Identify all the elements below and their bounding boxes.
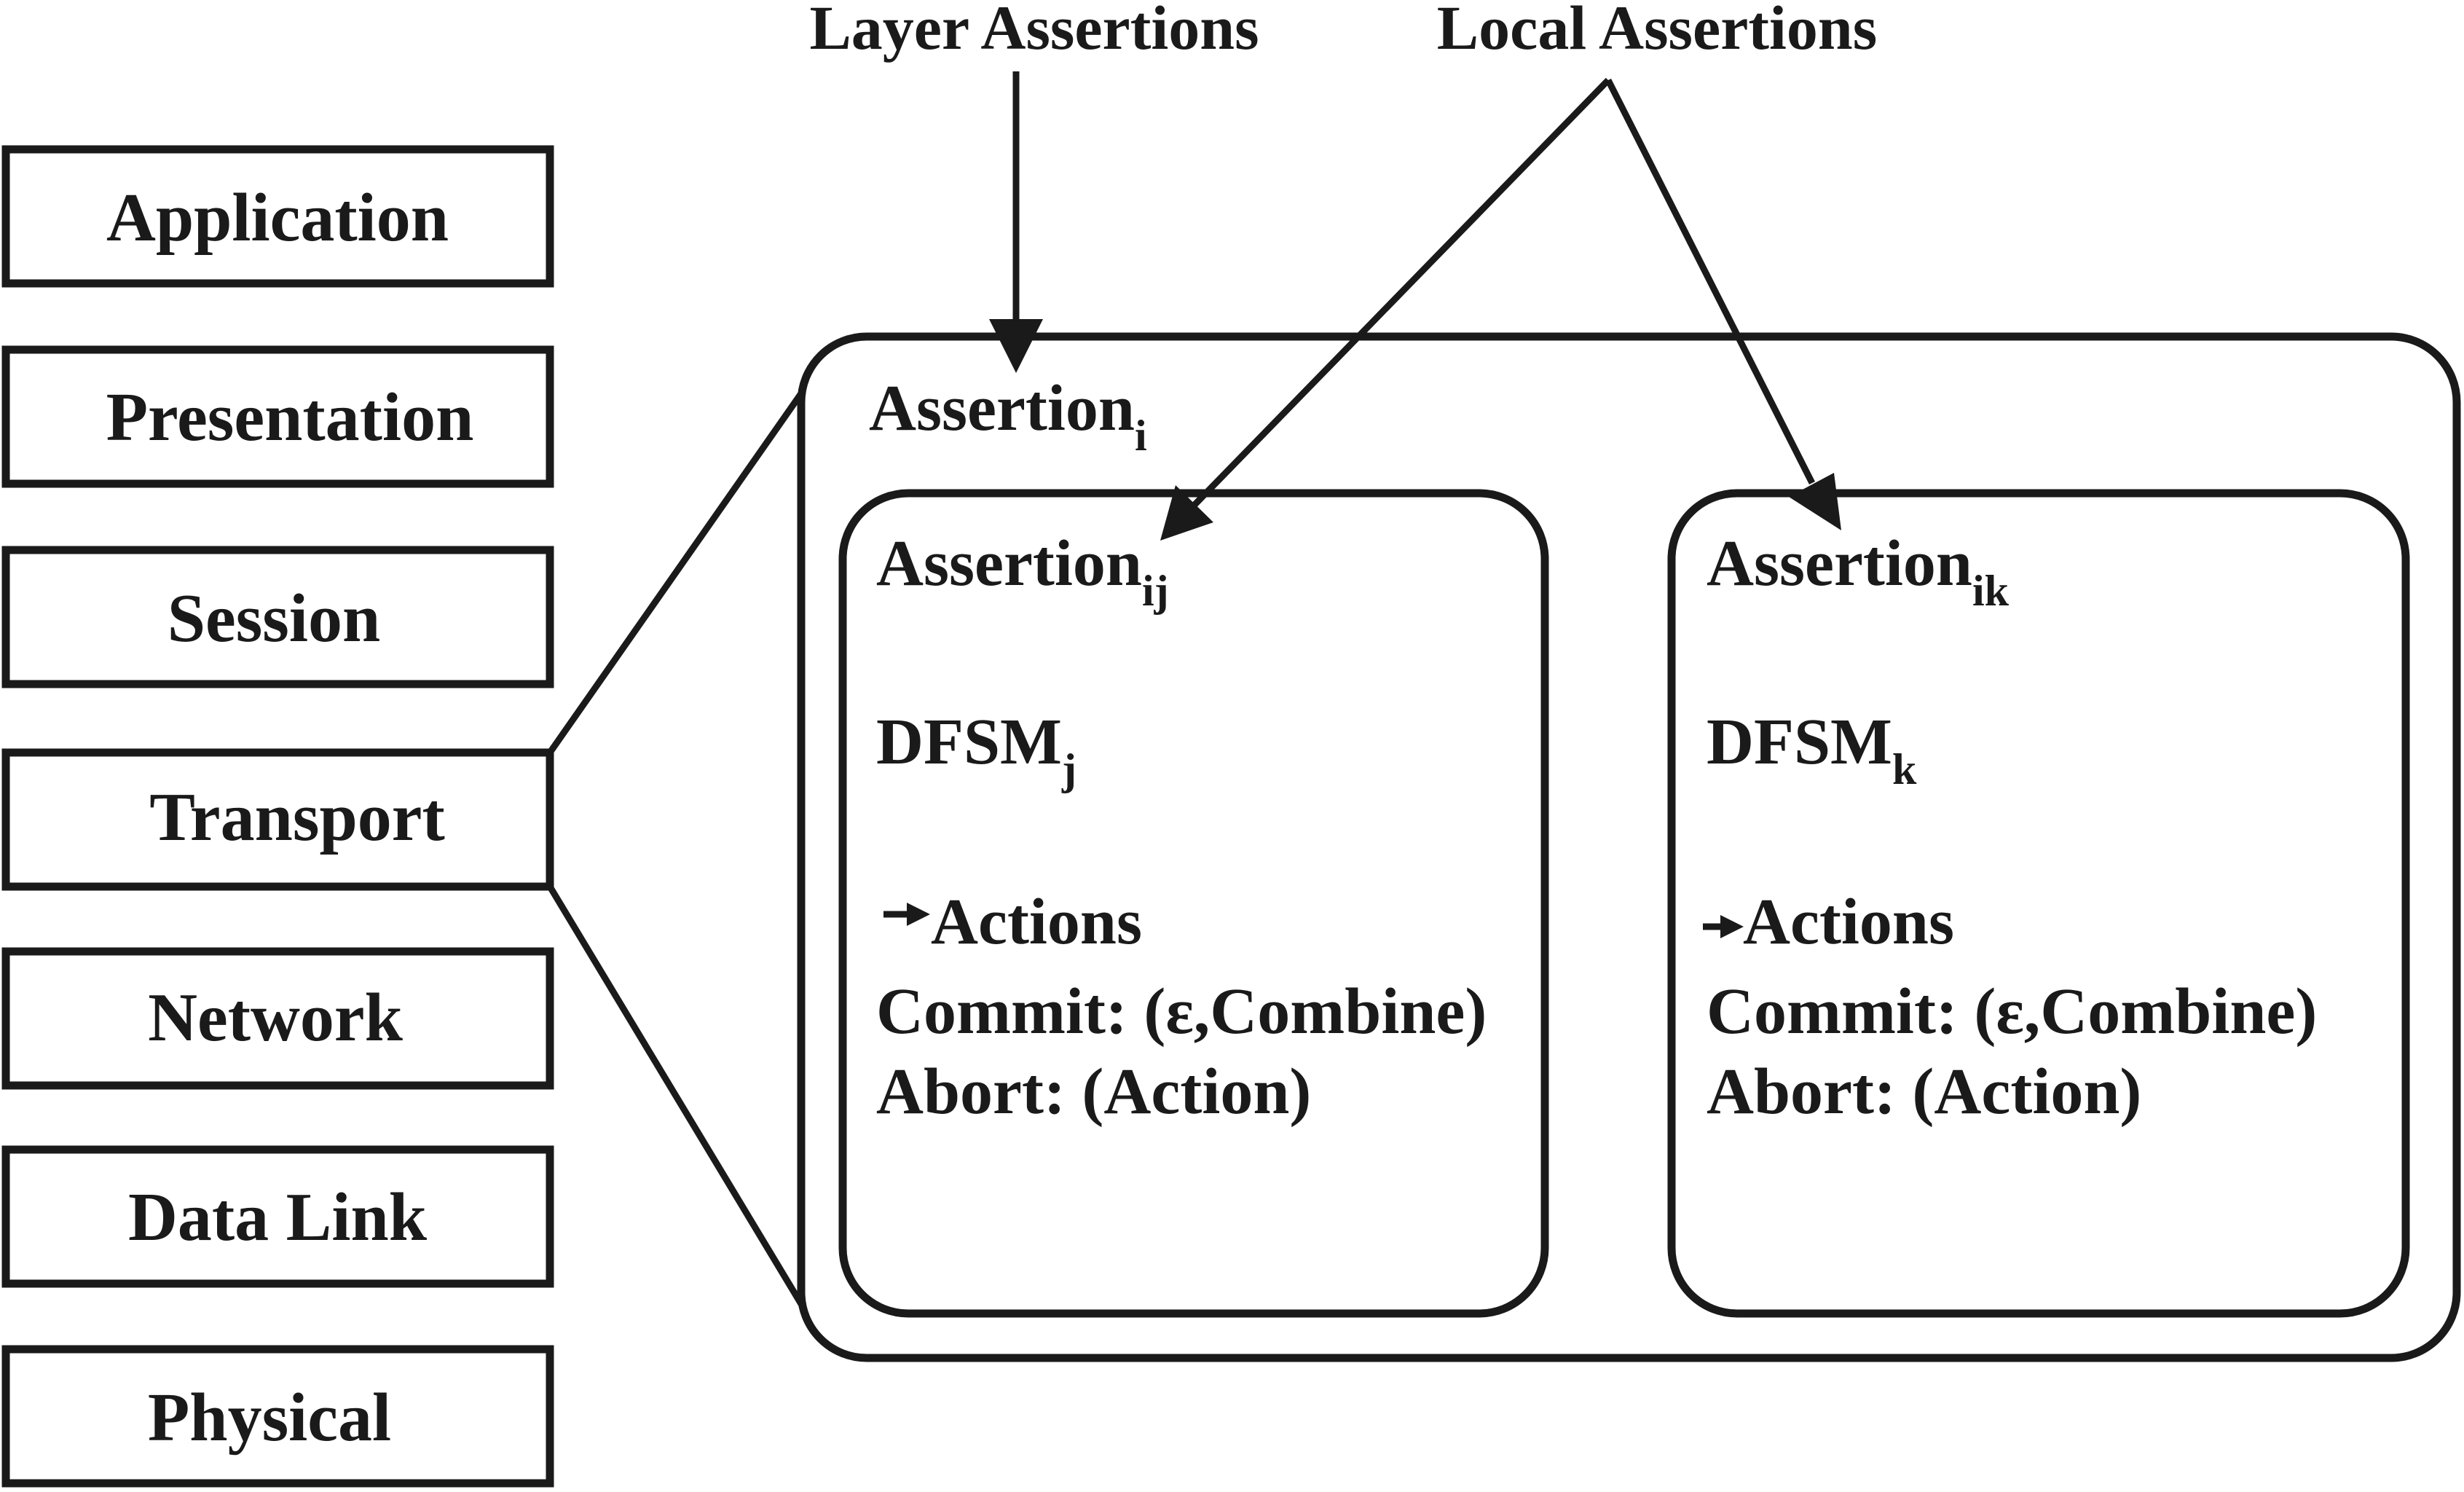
layer-assertion-arrow [989,71,1043,373]
layer-session: Session [1,546,554,688]
layer-box-physical [1,1345,554,1488]
local-assertion-arrow-k [1605,78,1841,530]
layer-label-physical: Physical [148,1380,391,1456]
layer-network: Network [1,947,554,1090]
layer-label-data-link: Data Link [128,1179,428,1255]
arrow-right-icon [1703,915,1744,938]
inner-box-k-actions: Actions [1743,886,1954,958]
layer-transport: Transport [1,748,554,891]
inner-box-k-frame [1667,489,2410,1318]
inner-box-k-commit: Commit: (ε,Combine) [1707,975,2317,1048]
inner-box-j-commit: Commit: (ε,Combine) [876,975,1487,1048]
layer-label-transport: Transport [149,780,445,855]
layer-application: Application [1,145,554,288]
layer-assertions-label: Layer Assertions [809,0,1259,63]
inner-box-k-abort: Abort: (Action) [1707,1056,2141,1128]
layer-label-application: Application [106,180,449,256]
layer-physical: Physical [1,1345,554,1488]
layer-box-network [1,947,554,1090]
layer-presentation: Presentation [1,345,554,488]
layer-label-session: Session [168,581,381,656]
inner-box-j-actions: Actions [931,886,1142,958]
inner-box-j-frame [838,489,1549,1318]
layer-label-presentation: Presentation [106,380,474,455]
local-assertions-label: Local Assertions [1437,0,1877,63]
layer-box-data-link [1,1145,554,1288]
inner-box-k: Assertionik DFSMk Actions Commit: (ε,Com… [1667,489,2410,1318]
layer-box-session [1,546,554,688]
outer-assertion-title: Assertioni [869,372,1147,460]
inner-box-k-assertion: Assertionik [1707,527,2010,615]
outer-assertion-box [797,332,2461,1362]
osi-layer-stack: Application Presentation Session Transpo… [1,145,554,1488]
arrow-right-icon [883,903,930,926]
zoom-line-top [547,391,804,755]
inner-box-j-assertion: Assertionij [876,527,1169,615]
inner-box-k-dfsm: DFSMk [1707,706,1917,793]
zoom-line-bottom [547,884,804,1306]
inner-box-j-abort: Abort: (Action) [876,1056,1311,1128]
layer-box-presentation [1,345,554,488]
local-assertion-arrow-j [1160,77,1611,541]
inner-box-j-dfsm: DFSMj [876,706,1076,793]
layer-label-network: Network [148,980,404,1056]
layer-box-application [1,145,554,288]
layer-data-link: Data Link [1,1145,554,1288]
inner-box-j: Assertionij DFSMj Actions Commit: (ε,Com… [838,489,1549,1318]
layer-box-transport [1,748,554,891]
